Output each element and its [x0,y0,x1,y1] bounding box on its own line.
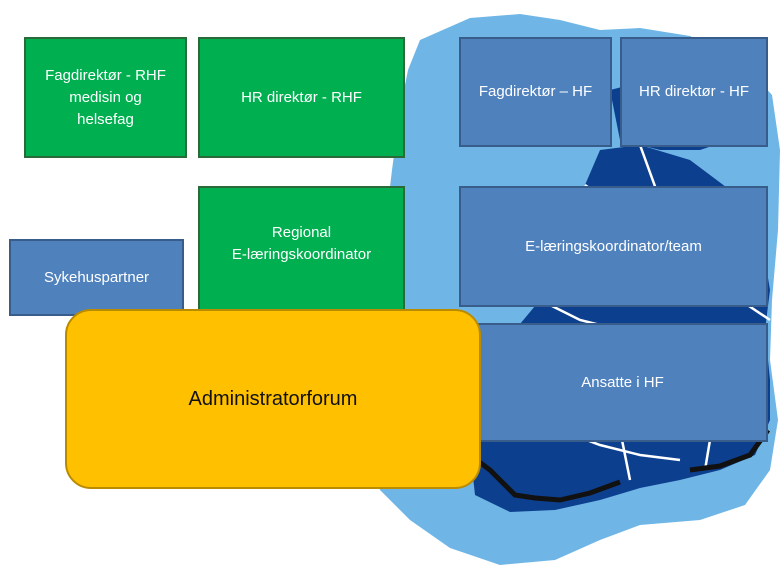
ansatte-hf-box: Ansatte i HF [477,323,768,442]
ansatte-hf-label: Ansatte i HF [581,373,664,391]
hr-direktor-hf-label: HR direktør - HF [639,83,749,100]
administratorforum-label: Administratorforum [188,388,358,410]
fagdirektor-hf-label: Fagdirektør – HF [478,83,593,100]
fagdirektor-rhf-box: Fagdirektør - RHF medisin og helsefag [24,37,187,158]
fagdirektor-hf-box: Fagdirektør – HF [459,37,612,147]
administratorforum-box: Administratorforum [65,309,481,489]
elaering-team-label: E-læringskoordinator/team [525,237,702,255]
fagdirektor-rhf-label: Fagdirektør - RHF medisin og helsefag [45,66,166,128]
sykehuspartner-label: Sykehuspartner [43,268,150,286]
hr-direktor-rhf-box: HR direktør - RHF [198,37,405,158]
elaering-team-box: E-læringskoordinator/team [459,186,768,307]
regional-elaering-label-line1: Regional [271,224,332,241]
regional-elaering-box: Regional E-læringskoordinator [198,186,405,320]
hr-direktor-rhf-label: HR direktør - RHF [241,88,362,106]
sykehuspartner-box: Sykehuspartner [9,239,184,316]
regional-elaering-label-line2: E-læringskoordinator [231,246,372,263]
hr-direktor-hf-box: HR direktør - HF [620,37,768,147]
